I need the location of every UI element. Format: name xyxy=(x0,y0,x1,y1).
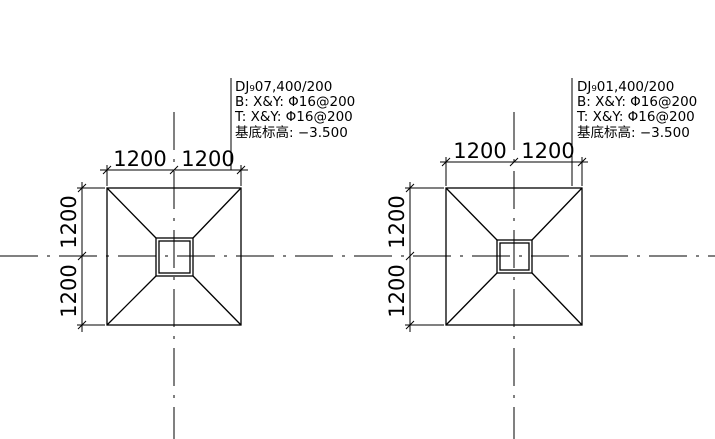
footing-outline xyxy=(106,187,242,326)
dim-side-bottom: 1200 xyxy=(57,264,81,317)
dimension-tick xyxy=(405,183,415,193)
column-outer xyxy=(496,239,533,274)
slope-line xyxy=(106,275,157,326)
top-rebar: T: X&Y: Φ16@200 xyxy=(234,109,353,125)
dim-top-right: 1200 xyxy=(521,139,574,163)
column-outer xyxy=(155,237,194,277)
column-inner xyxy=(158,240,191,274)
footing-code: DJ₉01,400/200 xyxy=(577,79,674,95)
dimension-tick xyxy=(102,165,112,175)
footing-outline xyxy=(445,187,583,326)
dimension-tick xyxy=(441,157,451,167)
footing-right: 1200 1200 1200 1200 DJ₉01,400/200 B: X&Y… xyxy=(385,78,697,439)
dim-top-left: 1200 xyxy=(453,139,506,163)
dim-side-bottom: 1200 xyxy=(385,264,409,317)
slope-line xyxy=(106,187,157,239)
footing-code: DJ₉07,400/200 xyxy=(235,79,332,95)
column-inner xyxy=(499,242,530,271)
dimension-tick xyxy=(77,251,87,261)
dimension-tick xyxy=(577,157,587,167)
slope-line xyxy=(531,272,583,326)
dim-top-right: 1200 xyxy=(181,147,234,171)
slope-line xyxy=(192,275,242,326)
dimension-tick xyxy=(405,251,415,261)
top-rebar: T: X&Y: Φ16@200 xyxy=(576,109,695,125)
dimension-tick xyxy=(169,165,179,175)
dimension-tick xyxy=(77,183,87,193)
base-elevation: 基底标高: −3.500 xyxy=(577,124,690,141)
bottom-rebar: B: X&Y: Φ16@200 xyxy=(235,94,355,110)
bottom-rebar: B: X&Y: Φ16@200 xyxy=(577,94,697,110)
base-elevation: 基底标高: −3.500 xyxy=(235,124,348,141)
slope-line xyxy=(445,272,498,326)
slope-line xyxy=(445,187,498,241)
slope-line xyxy=(531,187,583,241)
dim-side-top: 1200 xyxy=(385,195,409,248)
slope-line xyxy=(192,187,242,239)
dimension-tick xyxy=(236,165,246,175)
dim-top-left: 1200 xyxy=(113,147,166,171)
footing-left: 1200 1200 1200 1200 DJ₉07,400/200 B: X&Y… xyxy=(57,78,355,439)
dimension-tick xyxy=(77,320,87,330)
dimension-tick xyxy=(509,157,519,167)
dimension-tick xyxy=(405,320,415,330)
dim-side-top: 1200 xyxy=(57,195,81,248)
